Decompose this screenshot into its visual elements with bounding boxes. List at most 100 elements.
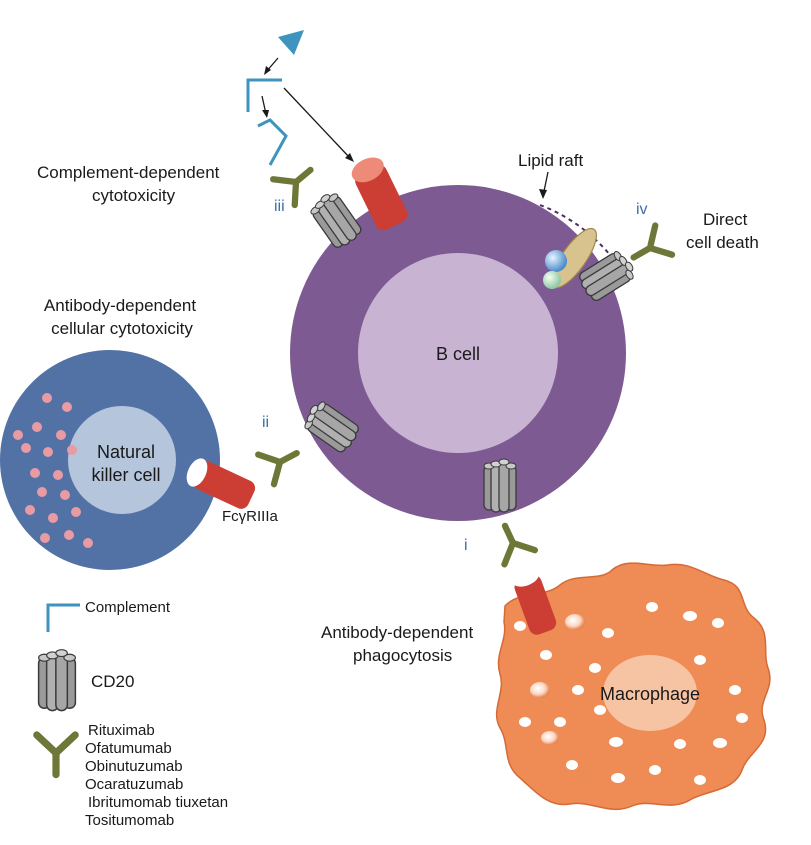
nk-granule bbox=[21, 443, 31, 453]
nk-granule bbox=[83, 538, 93, 548]
lipid-raft-complex bbox=[543, 227, 597, 289]
complement-bound bbox=[257, 118, 288, 166]
raft-protein-green bbox=[543, 271, 561, 289]
adp-label-line1: Antibody-dependent bbox=[321, 623, 473, 642]
step-ii: ii bbox=[262, 414, 269, 431]
macrophage-nucleus bbox=[603, 655, 697, 731]
cdc-label-line1: Complement-dependent bbox=[37, 163, 220, 182]
fc-receptor-nk bbox=[186, 458, 256, 509]
antibody-adcc bbox=[258, 438, 304, 484]
macrophage-vesicle bbox=[646, 602, 658, 612]
fc-receptor-label: FcγRIIIa bbox=[222, 508, 278, 525]
legend-cd20-icon bbox=[37, 648, 77, 712]
arrow-c1-to-mac bbox=[283, 87, 351, 159]
macrophage-vesicle bbox=[712, 618, 724, 628]
legend-antibody-name: Ocaratuzumab bbox=[85, 776, 183, 793]
legend-antibody-name: Obinutuzumab bbox=[85, 758, 183, 775]
complement-c1 bbox=[246, 78, 282, 112]
nk-granule bbox=[56, 430, 66, 440]
direct-label-line1: Direct bbox=[703, 210, 748, 229]
macrophage-vesicle bbox=[602, 628, 614, 638]
macrophage-vesicle bbox=[713, 738, 727, 748]
b-cell: B cell bbox=[290, 185, 626, 521]
nk-granules bbox=[13, 393, 93, 548]
nk-granule bbox=[67, 445, 77, 455]
fc-receptor-macrophage bbox=[511, 568, 557, 635]
macrophage-label: Macrophage bbox=[600, 684, 700, 704]
macrophage-vesicles bbox=[514, 602, 748, 785]
macrophage-vesicle bbox=[514, 621, 526, 631]
legend-complement-label: Complement bbox=[85, 599, 171, 616]
adcc-label-line1: Antibody-dependent bbox=[44, 296, 196, 315]
nk-cell-nucleus bbox=[68, 406, 176, 514]
nk-granule bbox=[30, 468, 40, 478]
macrophage-vesicle bbox=[609, 737, 623, 747]
step-iii: iii bbox=[274, 198, 285, 215]
antibody-adp bbox=[490, 519, 535, 565]
nk-granule bbox=[53, 470, 63, 480]
arrow-c1-to-c2-head bbox=[262, 110, 269, 118]
legend-antibody-name: Rituximab bbox=[88, 722, 155, 739]
nk-granule bbox=[40, 533, 50, 543]
nk-granule bbox=[64, 530, 74, 540]
arrow-triangle-to-c1-head bbox=[264, 66, 271, 75]
macrophage-vesicle bbox=[541, 731, 559, 745]
complement-triangle bbox=[278, 30, 304, 55]
macrophage-vesicle bbox=[736, 713, 748, 723]
macrophage: Macrophage bbox=[495, 562, 771, 811]
macrophage-vesicle bbox=[694, 655, 706, 665]
macrophage-vesicle bbox=[683, 611, 697, 621]
nk-granule bbox=[42, 393, 52, 403]
adp-label-line2: phagocytosis bbox=[353, 646, 452, 665]
macrophage-vesicle bbox=[554, 717, 566, 727]
membrane-attack-complex bbox=[351, 157, 408, 231]
nk-granule bbox=[25, 505, 35, 515]
direct-label-line2: cell death bbox=[686, 233, 759, 252]
nk-granule bbox=[62, 402, 72, 412]
legend-antibody-name: Ofatumumab bbox=[85, 740, 172, 757]
nk-label-line2: killer cell bbox=[91, 465, 160, 485]
step-i: i bbox=[464, 537, 468, 554]
macrophage-vesicle bbox=[694, 775, 706, 785]
raft-protein-blue bbox=[545, 250, 567, 272]
cdc-label-line2: cytotoxicity bbox=[92, 186, 176, 205]
macrophage-vesicle bbox=[674, 739, 686, 749]
nk-granule bbox=[32, 422, 42, 432]
complement-cascade bbox=[246, 30, 354, 166]
step-iv: iv bbox=[636, 201, 648, 218]
nk-granule bbox=[48, 513, 58, 523]
legend-antibody-list: RituximabOfatumumabObinutuzumabOcaratuzu… bbox=[85, 722, 228, 829]
nk-label-line1: Natural bbox=[97, 442, 155, 462]
macrophage-vesicle bbox=[589, 663, 601, 673]
macrophage-vesicle bbox=[566, 760, 578, 770]
lipid-raft-membrane bbox=[539, 204, 611, 256]
macrophage-vesicle bbox=[540, 650, 552, 660]
legend-antibody-name: Ibritumomab tiuxetan bbox=[88, 794, 228, 811]
legend: Complement CD20 RituximabOfatumumabObinu… bbox=[37, 599, 228, 829]
macrophage-vesicle bbox=[572, 685, 584, 695]
nk-granule bbox=[13, 430, 23, 440]
nk-cell: Natural killer cell bbox=[0, 350, 220, 570]
nk-granule bbox=[71, 507, 81, 517]
macrophage-vesicle bbox=[611, 773, 625, 783]
adcc-label-line2: cellular cytotoxicity bbox=[51, 319, 193, 338]
nk-granule bbox=[43, 447, 53, 457]
legend-antibody-name: Tositumomab bbox=[85, 812, 174, 829]
macrophage-vesicle bbox=[565, 614, 585, 630]
arrow-c1-to-mac-head bbox=[345, 153, 354, 162]
b-cell-nucleus bbox=[358, 253, 558, 453]
legend-complement-icon bbox=[46, 603, 80, 632]
legend-antibody-icon bbox=[37, 735, 75, 775]
nk-granule bbox=[37, 487, 47, 497]
cd20-adp bbox=[483, 458, 517, 513]
macrophage-vesicle bbox=[530, 682, 550, 698]
macrophage-vesicle bbox=[729, 685, 741, 695]
macrophage-vesicle bbox=[519, 717, 531, 727]
macrophage-vesicle bbox=[649, 765, 661, 775]
lipid-raft-label: Lipid raft bbox=[518, 151, 583, 170]
legend-cd20-label: CD20 bbox=[91, 672, 134, 691]
b-cell-label: B cell bbox=[436, 344, 480, 364]
lipid-raft-arrowhead bbox=[539, 189, 547, 199]
